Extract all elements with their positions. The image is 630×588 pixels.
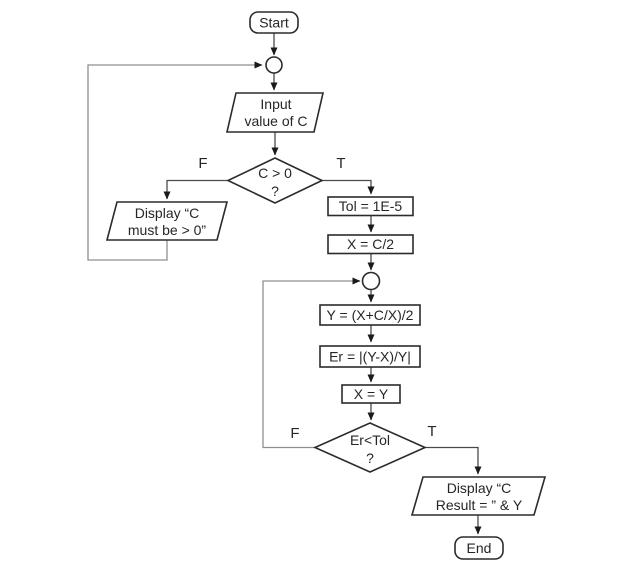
edge-decisionEr-false-loopback	[262, 277, 361, 449]
ycalc-process-shape	[319, 304, 421, 326]
decisionEr-label-line1: Er<Tol	[350, 432, 390, 448]
node-x-init: X = C/2	[327, 234, 414, 255]
ercalc-label: Er = |(Y-X)/Y|	[329, 349, 411, 365]
start-label: Start	[259, 15, 289, 31]
input-label-line2: value of C	[244, 113, 307, 129]
node-y-calc: Y = (X+C/X)/2	[319, 304, 421, 326]
ercalc-process-shape	[319, 345, 421, 368]
display-result-line2: Result = ” & Y	[436, 497, 523, 513]
display-result-io-shape	[410, 476, 547, 516]
end-label: End	[467, 540, 492, 556]
tol-label: Tol = 1E-5	[339, 198, 403, 214]
node-tol: Tol = 1E-5	[327, 196, 414, 217]
decisionEr-label-line2: ?	[366, 450, 374, 466]
node-decision-c: C > 0 ?	[226, 157, 324, 204]
start-terminator-shape	[249, 11, 299, 34]
display-error-line1: Display “C	[135, 205, 200, 221]
node-input-c: Input value of C	[225, 92, 325, 133]
connectors	[87, 33, 482, 535]
node-display-error: Display “C must be > 0”	[105, 201, 229, 241]
edge-decisionC-false	[163, 179, 228, 200]
xinit-process-shape	[327, 234, 414, 255]
node-decision-er: Er<Tol ?	[313, 422, 427, 473]
input-label-line1: Input	[260, 96, 291, 112]
junction1-connector-circle	[265, 56, 283, 74]
tol-process-shape	[327, 196, 414, 217]
xinit-label: X = C/2	[347, 236, 394, 252]
label-er-true: T	[427, 423, 436, 440]
label-c-false: F	[198, 155, 207, 172]
node-er-calc: Er = |(Y-X)/Y|	[319, 345, 421, 368]
node-x-update: X = Y	[341, 384, 401, 404]
display-result-line1: Display “C	[447, 480, 512, 496]
display-error-io-shape	[105, 201, 229, 241]
display-error-line2: must be > 0”	[128, 222, 207, 238]
edge-error-loopback-to-junction1	[87, 61, 263, 261]
decisionC-diamond-shape	[226, 157, 324, 204]
decisionC-label-line1: C > 0	[258, 165, 292, 181]
label-c-true: T	[336, 155, 345, 172]
decisionEr-diamond-shape	[313, 422, 427, 473]
node-start: Start	[249, 11, 299, 34]
xupdate-label: X = Y	[354, 386, 389, 402]
branch-labels: F T F T	[198, 155, 436, 442]
node-display-result: Display “C Result = ” & Y	[410, 476, 547, 516]
label-er-false: F	[290, 425, 299, 442]
ycalc-label: Y = (X+C/X)/2	[327, 307, 414, 323]
node-junction1	[265, 56, 283, 74]
node-end: End	[454, 536, 504, 560]
decisionC-label-line2: ?	[271, 183, 279, 199]
input-io-shape	[225, 92, 325, 133]
end-terminator-shape	[454, 536, 504, 560]
edge-decisionEr-true	[425, 446, 482, 475]
xupdate-process-shape	[341, 384, 401, 404]
node-junction2	[361, 271, 381, 291]
edge-decisionC-true	[322, 179, 375, 195]
junction2-connector-circle	[361, 271, 381, 291]
